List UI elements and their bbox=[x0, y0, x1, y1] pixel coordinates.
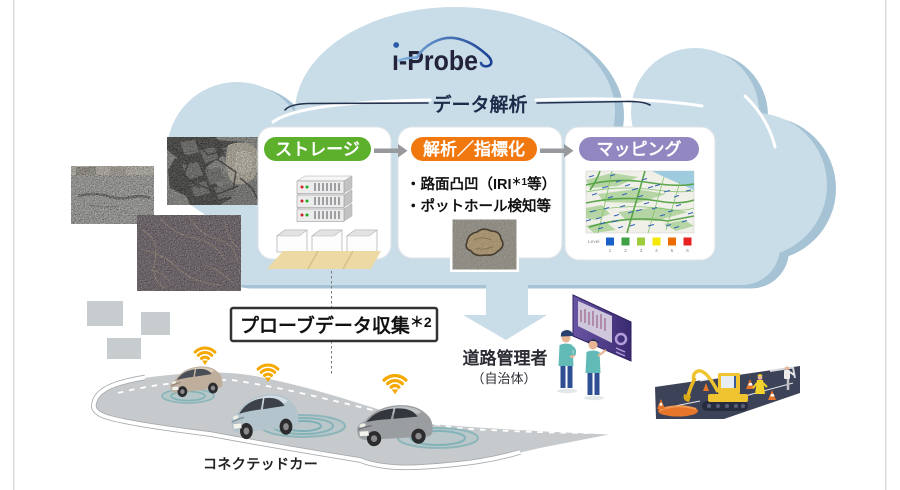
svg-text:ストレージ: ストレージ bbox=[275, 140, 360, 159]
svg-text:マッピング: マッピング bbox=[597, 139, 682, 159]
svg-text:4: 4 bbox=[655, 248, 658, 254]
svg-text:コネクテッドカー: コネクテッドカー bbox=[203, 456, 318, 472]
svg-text:・路面凸凹（IRI＊1等）: ・路面凸凹（IRI＊1等） bbox=[406, 175, 556, 193]
svg-text:プローブデータ収集＊2: プローブデータ収集＊2 bbox=[240, 314, 432, 337]
svg-text:1: 1 bbox=[609, 248, 612, 254]
svg-text:3: 3 bbox=[640, 248, 643, 254]
svg-text:データ解析: データ解析 bbox=[432, 93, 527, 116]
svg-text:解析／指標化: 解析／指標化 bbox=[423, 139, 525, 159]
svg-text:ı-Probe: ı-Probe bbox=[392, 45, 478, 76]
svg-text:道路管理者: 道路管理者 bbox=[463, 348, 548, 368]
svg-text:・ポットホール検知等: ・ポットホール検知等 bbox=[406, 197, 551, 215]
svg-text:6: 6 bbox=[686, 248, 689, 254]
svg-text:5: 5 bbox=[671, 248, 674, 254]
svg-text:2: 2 bbox=[624, 248, 627, 254]
svg-text:（自治体）: （自治体） bbox=[471, 371, 536, 386]
svg-text:Level: Level bbox=[588, 239, 599, 245]
